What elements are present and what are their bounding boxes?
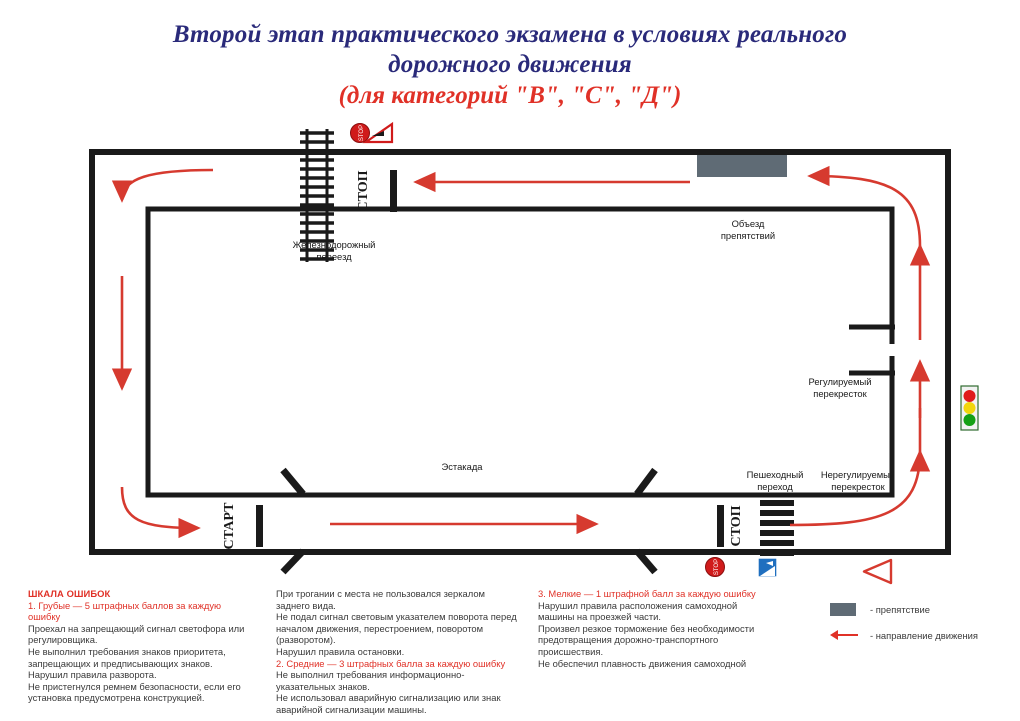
outer-track-border: [89, 149, 951, 555]
stop-sign-icon-bottom: STOP: [705, 557, 725, 577]
label-unregulated-intersection-2: перекресток: [831, 481, 885, 492]
errors-medium-line: Не выполнил требования информационно-: [276, 669, 465, 681]
svg-text:STOP: STOP: [359, 125, 365, 141]
errors-grave-subheading: 1. Грубые — 5 штрафных баллов за каждую: [28, 599, 222, 611]
label-pedestrian-crossing-2: переход: [757, 481, 793, 492]
errors-medium-top-line: При трогании с места не пользовался зерк…: [276, 588, 485, 599]
pedestrian-crossing-sign-icon: [757, 557, 778, 578]
svg-text:STOP: STOP: [714, 559, 720, 575]
errors-grave-line: запрещающих и предписывающих знаков.: [28, 657, 213, 669]
label-stop-bottom: СТОП: [729, 505, 744, 546]
errors-medium-top-line: заднего вида.: [276, 599, 336, 611]
errors-medium-top-line: началом движения, перестроением, поворот…: [276, 622, 484, 634]
errors-grave-line: Не выполнил требования знаков приоритета…: [28, 645, 226, 657]
legend-label-direction: - направление движения: [870, 629, 978, 641]
label-stop-top: СТОП: [356, 170, 371, 211]
errors-column-medium: При трогании с места не пользовался зерк…: [276, 588, 534, 716]
label-regulated-intersection-2: перекресток: [813, 388, 867, 399]
title-line-1: Второй этап практического экзамена в усл…: [172, 21, 848, 48]
traffic-light-icon: [960, 385, 979, 431]
errors-column-grave: ШКАЛА ОШИБОК 1. Грубые — 5 штрафных балл…: [28, 588, 270, 704]
inner-island-border: [145, 206, 895, 498]
errors-medium-line: Не использовал аварийную сигнализацию ил…: [276, 692, 501, 704]
legend: - препятствие - направление движения: [830, 596, 1010, 648]
label-start: СТАРТ: [222, 502, 237, 550]
stop-line-bottom: [717, 505, 724, 547]
warning-triangle-sign-icon: [362, 121, 394, 144]
errors-medium-top-line: (разворотом).: [276, 634, 336, 646]
errors-grave-line: регулировщика.: [28, 634, 98, 646]
label-railway-crossing: Железнодорожный: [293, 239, 376, 250]
errors-grave-line: Проехал на запрещающий сигнал светофора …: [28, 622, 245, 634]
errors-grave-line: Не пристегнулся ремнем безопасности, есл…: [28, 680, 241, 692]
legend-item-direction: - направление движения: [830, 622, 1010, 648]
direction-arrows: [111, 165, 931, 539]
label-obstacle-bypass: Объезд: [732, 218, 765, 229]
errors-grave-line: Нарушил правила разворота.: [28, 669, 157, 681]
label-regulated-intersection: Регулируемый: [809, 376, 872, 387]
errors-medium-subheading: 2. Средние — 3 штрафных балла за каждую …: [276, 657, 506, 669]
stop-line-top: [390, 170, 397, 212]
stop-sign-icon-railway: STOP: [350, 123, 370, 143]
overpass-ramp-marks-top: [280, 467, 658, 497]
regulated-intersection-roads: [849, 324, 895, 376]
errors-minor-line: происшествия.: [538, 645, 604, 657]
label-obstacle-bypass-2: препятствий: [721, 230, 775, 241]
legend-item-obstacle: - препятствие: [830, 596, 1010, 622]
errors-medium-top-line: Не подал сигнал световым указателем пово…: [276, 611, 517, 623]
errors-medium-line: аварийной сигнализации машины.: [276, 703, 427, 715]
label-railway-crossing-2: переезд: [316, 251, 352, 262]
page-title: Второй этап практического экзамена в усл…: [60, 20, 960, 112]
title-subtitle: (для категорий "В", "С", "Д"): [338, 82, 682, 109]
errors-minor-line: предотвращения дорожно-транспортного: [538, 634, 719, 646]
start-line: [256, 505, 263, 547]
title-line-2: дорожного движения: [388, 51, 632, 78]
errors-minor-line: Не обеспечил плавность движения самоходн…: [538, 657, 747, 669]
label-unregulated-intersection: Нерегулируемый: [821, 469, 895, 480]
overpass-ramp-marks-bottom: [280, 548, 658, 575]
errors-minor-line: Нарушил правила расположения самоходной: [538, 599, 738, 611]
errors-column-minor: 3. Мелкие — 1 штрафной балл за каждую ош…: [538, 588, 808, 669]
errors-medium-line: указательных знаков.: [276, 680, 370, 692]
direction-arrow-swatch-icon: [830, 630, 864, 640]
errors-minor-line: машины на проезжей части.: [538, 611, 661, 623]
errors-medium-top-line: Нарушил правила остановки.: [276, 645, 405, 657]
errors-minor-line: Произвел резкое торможение без необходим…: [538, 622, 755, 634]
errors-grave-subheading-2: ошибку: [28, 611, 61, 623]
errors-grave-line: установка предусмотрена конструкцией.: [28, 692, 205, 704]
obstacle-block: [697, 155, 787, 177]
railway-crossing-icon: [300, 129, 334, 262]
legend-label-obstacle: - препятствие: [870, 603, 930, 615]
obstacle-swatch-icon: [830, 602, 864, 616]
pedestrian-crossing-icon: [760, 500, 794, 556]
errors-heading: ШКАЛА ОШИБОК: [28, 588, 111, 599]
errors-minor-subheading: 3. Мелкие — 1 штрафной балл за каждую ош…: [538, 588, 756, 599]
give-way-triangle-icon: [862, 558, 893, 585]
label-pedestrian-crossing: Пешеходный: [747, 469, 804, 480]
label-overpass: Эстакада: [441, 461, 483, 472]
